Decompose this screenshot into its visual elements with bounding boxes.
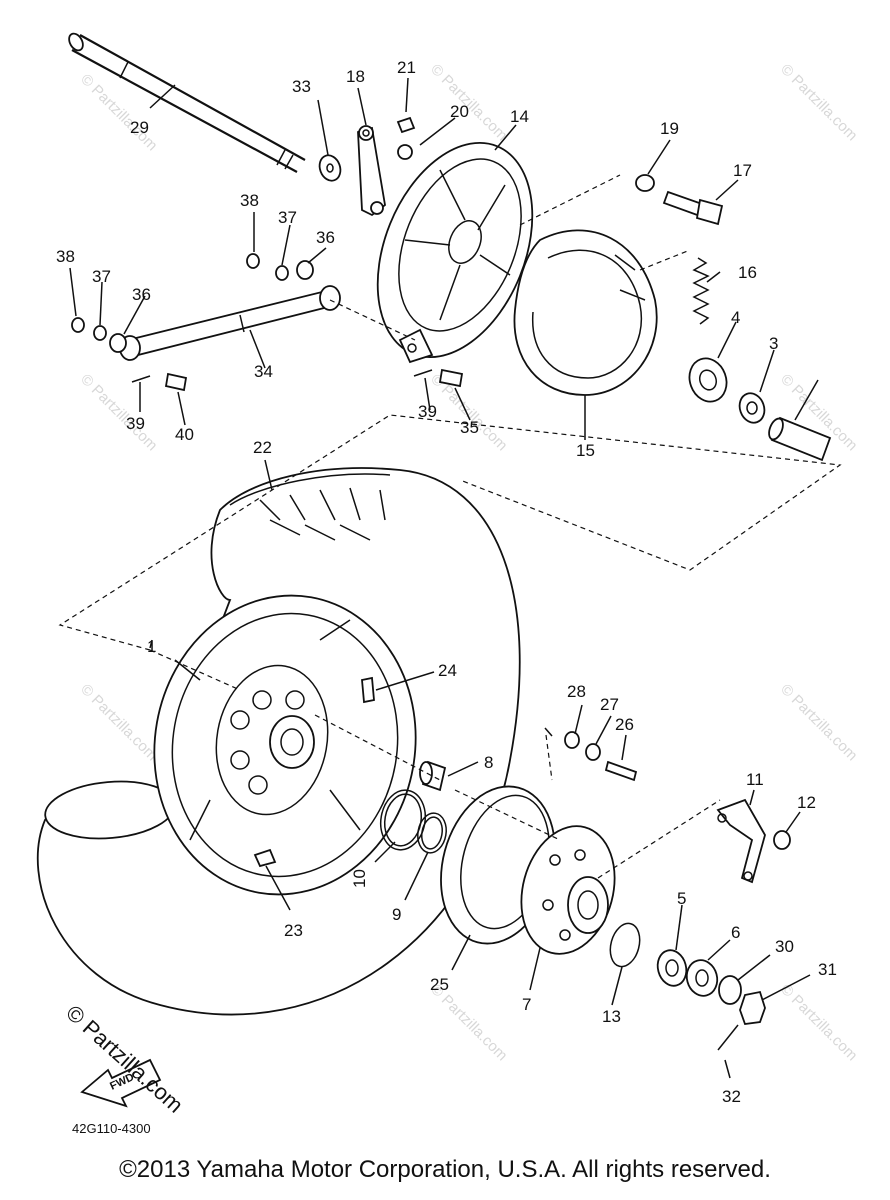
callout-39: 39 [418,402,437,421]
cotter-pin-32 [717,1024,739,1051]
callout-40: 40 [175,425,194,444]
brake-cam [662,190,724,226]
callout-25: 25 [430,975,449,994]
washer-36 [296,260,314,280]
callout-21: 21 [397,58,416,77]
callout-12: 12 [797,793,816,812]
torque-rod [119,285,341,361]
callout-36: 36 [316,228,335,247]
callout-19: 19 [660,119,679,138]
brake-panel [376,141,534,364]
callout-36: 36 [132,285,151,304]
oil-seal-6 [685,959,719,997]
rear-wheel-exploded-diagram: © Partzilla.com © Partzilla.com © Partzi… [36,32,861,1108]
leader-lines [69,77,819,1079]
cotter-pin-39 [413,369,433,377]
washer-30 [718,975,742,1005]
callout-8: 8 [484,753,493,772]
o-ring-9 [417,812,447,854]
nut-38 [246,253,260,269]
rear-wheel-rim [153,594,417,896]
washer-37 [275,265,289,281]
cotter-pin-39 [131,375,151,383]
callout-33: 33 [292,77,311,96]
forward-arrow: FWD [80,1058,162,1108]
callout-1: 1 [147,637,156,656]
watermark: © Partzilla.com [777,681,860,764]
copyright-notice: ©2013 Yamaha Motor Corporation, U.S.A. A… [119,1156,771,1183]
watermark: © Partzilla.com [777,61,860,144]
callout-14: 14 [510,107,529,126]
callout-23: 23 [284,921,303,940]
callout-15: 15 [576,441,595,460]
callout-24: 24 [438,661,457,680]
callout-32: 32 [722,1087,741,1106]
callout-17: 17 [733,161,752,180]
washer-33 [318,154,342,182]
callout-38: 38 [240,191,259,210]
washer-27 [585,743,601,761]
collar-8 [419,760,447,792]
callout-5: 5 [677,889,686,908]
watermark: © Partzilla.com [427,371,510,454]
shoe-spring [692,257,710,325]
callout-27: 27 [600,695,619,714]
callout-28: 28 [567,682,586,701]
rear-axle [68,32,306,173]
callout-37: 37 [278,208,297,227]
callout-13: 13 [602,1007,621,1026]
callout-39: 39 [126,414,145,433]
callout-3: 3 [769,334,778,353]
nut-12 [773,830,791,850]
assembly-lines [58,174,842,879]
cam-lever [357,125,386,217]
bolt-26 [604,760,638,782]
watermark: © Partzilla.com [77,71,160,154]
callout-22: 22 [253,438,272,457]
bolt-35 [438,368,464,388]
oil-seal-3 [738,392,766,424]
callout-6: 6 [731,923,740,942]
balance-weight-24 [361,676,375,704]
washer-37 [93,325,107,341]
callout-labels: 29 33 18 21 20 14 19 17 16 4 3 15 38 37 … [56,58,837,1106]
washer-19 [635,174,655,192]
nut-28 [564,731,580,749]
bolt-40 [164,372,188,392]
bracket-11 [716,798,766,884]
callout-26: 26 [615,715,634,734]
callout-11: 11 [746,770,764,789]
axle-nut-31 [739,990,766,1025]
circlip-13 [609,922,641,968]
callout-7: 7 [522,995,531,1014]
callout-30: 30 [775,937,794,956]
bearing-4 [688,357,728,403]
watermark: © Partzilla.com [777,981,860,1064]
washer-36 [109,333,127,353]
driven-sprocket-hub [520,825,616,955]
callout-9: 9 [392,905,401,924]
callout-18: 18 [346,67,365,86]
callout-10: 10 [350,869,369,888]
seal-20 [397,144,413,160]
callout-37: 37 [92,267,111,286]
callout-4: 4 [731,308,740,327]
brake-shoes [513,229,658,396]
collar [768,416,832,462]
callout-16: 16 [738,263,757,282]
callout-35: 35 [460,418,479,437]
diagram-code: 42G110-4300 [72,1121,151,1136]
callout-31: 31 [818,960,837,979]
callout-34: 34 [254,362,273,381]
watermark: © Partzilla.com [77,681,160,764]
watermark: © Partzilla.com [77,371,160,454]
bearing-5 [656,949,688,987]
callout-29: 29 [130,118,149,137]
bolt-21 [396,116,416,134]
callout-38: 38 [56,247,75,266]
valve-23 [253,848,277,868]
nut-38 [71,317,85,333]
callout-20: 20 [450,102,469,121]
